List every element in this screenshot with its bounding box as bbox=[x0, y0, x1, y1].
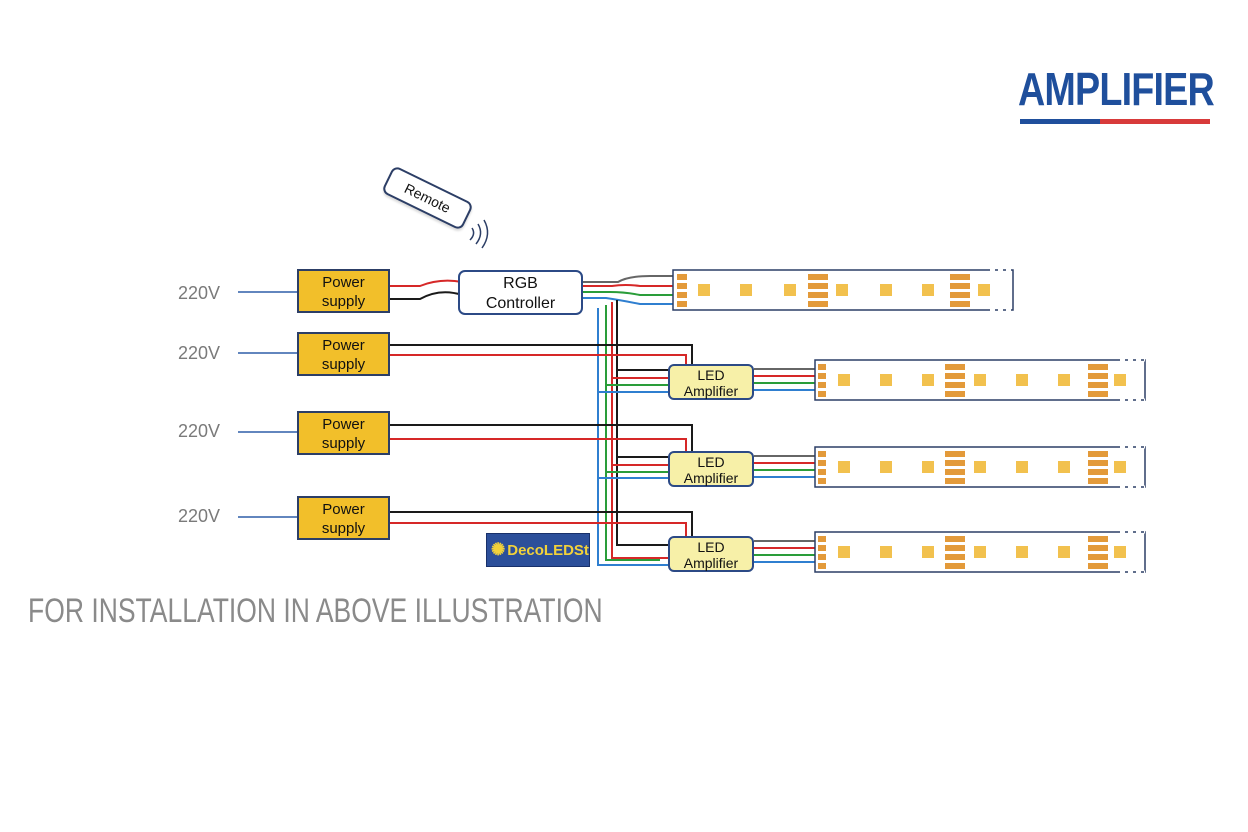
led-chip bbox=[974, 461, 986, 473]
solder-pads bbox=[818, 536, 1108, 569]
amplifier-label-line1: LED bbox=[697, 367, 725, 383]
led-chip bbox=[1114, 546, 1126, 558]
led-strip-3 bbox=[814, 445, 1146, 489]
led-chip bbox=[880, 546, 892, 558]
controller-label-line1: RGB bbox=[503, 275, 538, 292]
led-chip bbox=[740, 284, 752, 296]
power-supply-4: Power supply bbox=[297, 496, 390, 540]
ac-input-lines bbox=[238, 291, 297, 518]
led-chip bbox=[838, 374, 850, 386]
psu-to-amplifier-wires bbox=[389, 344, 693, 536]
voltage-label-1: 220V bbox=[178, 283, 221, 303]
signal-waves bbox=[469, 219, 489, 249]
led-strip-4 bbox=[814, 530, 1146, 574]
amplifier-label-line1: LED bbox=[697, 454, 725, 470]
led-chip bbox=[1016, 374, 1028, 386]
psu-label-line1: Power bbox=[322, 274, 365, 291]
led-amplifier-2: LED Amplifier bbox=[668, 451, 754, 487]
led-chip bbox=[880, 284, 892, 296]
led-amplifier-3: LED Amplifier bbox=[668, 536, 754, 572]
led-strip-2 bbox=[814, 358, 1146, 402]
psu-label-line1: Power bbox=[322, 501, 365, 518]
solder-pads bbox=[818, 451, 1108, 484]
led-chip bbox=[1058, 461, 1070, 473]
led-chip bbox=[1058, 374, 1070, 386]
amplifier-output-wires bbox=[754, 368, 816, 563]
led-chip bbox=[880, 461, 892, 473]
led-strip-1 bbox=[672, 268, 1014, 312]
sun-icon: ✺ bbox=[491, 540, 506, 559]
psu-label-line2: supply bbox=[321, 356, 366, 373]
title-underline bbox=[1020, 119, 1210, 124]
voltage-label-2: 220V bbox=[178, 343, 221, 363]
led-chip bbox=[922, 546, 934, 558]
psu-label-line2: supply bbox=[321, 520, 366, 537]
led-chip bbox=[1016, 461, 1028, 473]
footer-caption: FOR INSTALLATION IN ABOVE ILLUSTRATION bbox=[28, 592, 603, 630]
led-chip bbox=[1114, 461, 1126, 473]
led-chip bbox=[974, 374, 986, 386]
rgb-controller: RGB Controller bbox=[458, 270, 583, 315]
power-supply-3: Power supply bbox=[297, 411, 390, 455]
led-chip bbox=[880, 374, 892, 386]
led-chip bbox=[1114, 374, 1126, 386]
led-chip bbox=[922, 374, 934, 386]
amplifier-label-line1: LED bbox=[697, 539, 725, 555]
controller-label-line2: Controller bbox=[485, 295, 556, 312]
psu-label-line1: Power bbox=[322, 416, 365, 433]
led-chip bbox=[838, 546, 850, 558]
led-chip bbox=[1058, 546, 1070, 558]
led-chip bbox=[922, 284, 934, 296]
amplifier-label-line2: Amplifier bbox=[683, 383, 739, 399]
led-chip bbox=[922, 461, 934, 473]
led-chip bbox=[978, 284, 990, 296]
psu-label-line2: supply bbox=[321, 293, 366, 310]
led-amplifier-1: LED Amplifier bbox=[668, 364, 754, 400]
voltage-label-4: 220V bbox=[178, 506, 221, 526]
psu-label-line2: supply bbox=[321, 435, 366, 452]
power-supply-2: Power supply bbox=[297, 332, 390, 376]
led-chip bbox=[836, 284, 848, 296]
led-chip bbox=[1016, 546, 1028, 558]
led-chip bbox=[698, 284, 710, 296]
amplifier-label-line2: Amplifier bbox=[683, 555, 739, 571]
led-chip bbox=[838, 461, 850, 473]
solder-pads bbox=[818, 364, 1108, 397]
solder-pads bbox=[677, 274, 970, 307]
power-supply-1: Power supply bbox=[297, 269, 390, 313]
voltage-label-3: 220V bbox=[178, 421, 221, 441]
controller-to-strip1-wires bbox=[583, 275, 680, 305]
led-chip bbox=[974, 546, 986, 558]
psu1-to-controller-wires bbox=[389, 279, 463, 300]
psu-label-line1: Power bbox=[322, 337, 365, 354]
controller-bus bbox=[597, 300, 668, 566]
led-chip bbox=[784, 284, 796, 296]
amplifier-label-line2: Amplifier bbox=[683, 470, 739, 486]
brand-logo-text: DecoLEDStrip bbox=[507, 541, 589, 559]
brand-logo: ✺ DecoLEDStrip bbox=[486, 533, 590, 567]
